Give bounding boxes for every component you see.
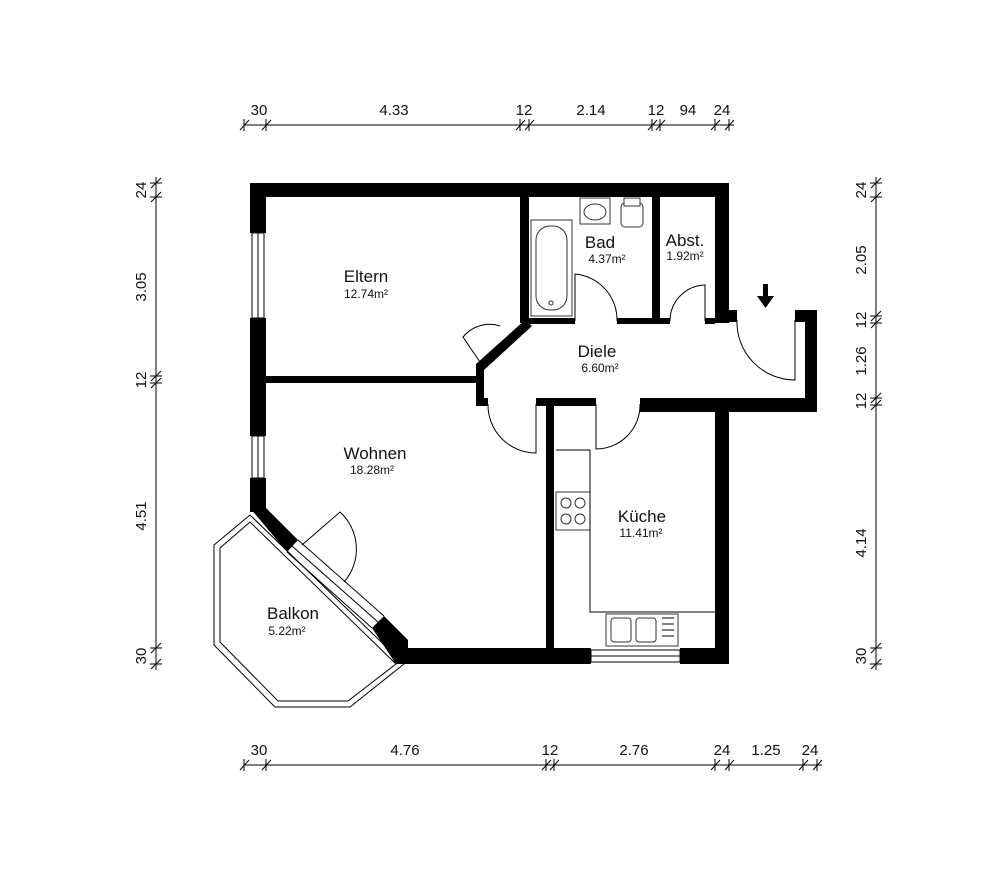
dim-left-3: 12 [133,372,150,389]
room-kueche: Küche 11.41m² [618,507,666,540]
bathtub-icon [530,219,573,317]
dim-right-5: 12 [853,393,870,410]
dim-bottom-4: 2.76 [619,742,648,759]
balcony-outline [213,514,405,708]
dim-top-4: 2.14 [576,102,605,119]
room-bad-area: 4.37m² [588,252,625,266]
dim-top-2: 4.33 [379,102,408,119]
room-abst-area: 1.92m² [666,249,703,263]
dimension-right: 24 2.05 12 1.26 12 4.14 30 [853,177,882,670]
room-bad: Bad 4.37m² [585,233,626,266]
dim-right-6: 4.14 [853,528,870,557]
room-balkon-name: Balkon [267,604,319,623]
dim-left-4: 4.51 [133,501,150,530]
balcony-inner-outline [219,521,397,702]
dim-right-2: 2.05 [853,245,870,274]
entrance-arrow-icon [757,284,774,308]
kitchen-sink-icon [605,613,679,647]
walls [250,183,817,664]
room-kueche-name: Küche [618,507,666,526]
doors [301,273,796,583]
kitchen-counter [556,449,715,613]
room-diele: Diele 6.60m² [578,342,619,375]
windows [251,232,681,663]
dim-bottom-3: 12 [542,742,559,759]
dim-right-7: 30 [853,648,870,665]
dim-left-2: 3.05 [133,272,150,301]
dim-right-3: 12 [853,312,870,329]
toilet-icon [620,197,644,228]
dim-left-1: 24 [133,182,150,199]
room-eltern-name: Eltern [344,267,388,286]
dim-bottom-6: 1.25 [751,742,780,759]
room-eltern: Eltern 12.74m² [344,267,388,301]
dim-right-1: 24 [853,182,870,199]
dim-bottom-2: 4.76 [390,742,419,759]
room-abst: Abst. 1.92m² [666,231,705,263]
dim-top-3: 12 [516,102,533,119]
room-balkon: Balkon 5.22m² [267,604,319,638]
dim-top-7: 24 [714,102,731,119]
stove-icon [555,491,591,531]
room-balkon-area: 5.22m² [268,624,305,638]
dim-bottom-1: 30 [251,742,268,759]
dim-left-5: 30 [133,648,150,665]
dimension-left: 24 3.05 12 4.51 30 [133,177,162,670]
dim-top-6: 94 [680,102,697,119]
room-eltern-area: 12.74m² [344,287,388,301]
dim-top-5: 12 [648,102,665,119]
room-wohnen-area: 18.28m² [350,463,394,477]
room-wohnen: Wohnen 18.28m² [343,444,406,477]
room-wohnen-name: Wohnen [343,444,406,463]
room-abst-name: Abst. [666,231,705,250]
dim-bottom-5: 24 [714,742,731,759]
dimension-bottom: 30 4.76 12 2.76 24 1.25 24 [239,742,823,771]
bathroom-sink-icon [579,197,611,225]
room-diele-area: 6.60m² [581,361,618,375]
dim-right-4: 1.26 [853,346,870,375]
room-kueche-area: 11.41m² [619,526,662,540]
room-diele-name: Diele [578,342,617,361]
dim-top-1: 30 [251,102,268,119]
dimension-top: 30 4.33 12 2.14 12 94 24 [239,102,735,131]
room-bad-name: Bad [585,233,615,252]
dim-bottom-7: 24 [802,742,819,759]
